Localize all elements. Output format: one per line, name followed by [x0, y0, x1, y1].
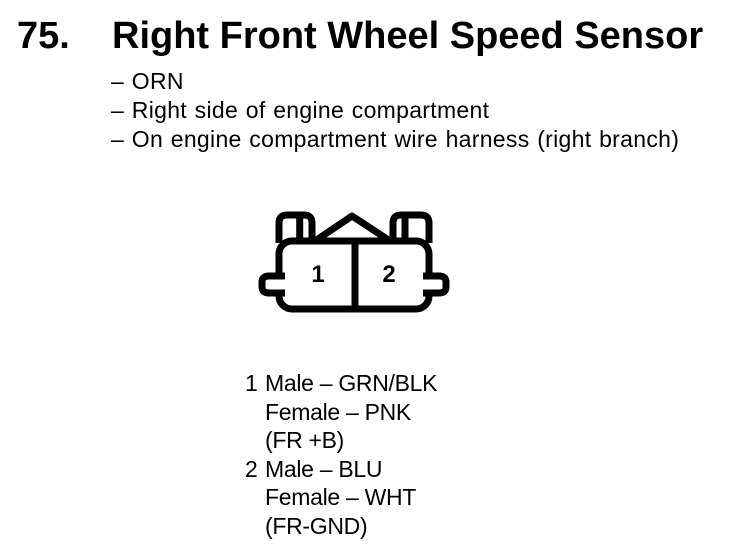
- detail-item: – On engine compartment wire harness (ri…: [111, 126, 680, 152]
- pin-description-line: (FR-GND): [265, 512, 368, 539]
- lug-left: [275, 211, 316, 243]
- pin-description: Male – BLU Female – WHT (FR-GND): [265, 455, 416, 541]
- mount-tab-right: [423, 272, 450, 297]
- pin-description-line: Female – WHT: [265, 484, 417, 510]
- detail-list: – ORN – Right side of engine compartment…: [111, 67, 679, 154]
- connector-diagram: 1 2: [258, 211, 450, 313]
- pin-list: 1 Male – GRN/BLK Female – PNK (FR +B) 2 …: [245, 369, 438, 541]
- cavity-1-label: 1: [311, 261, 324, 288]
- pin-item: 1 Male – GRN/BLK Female – PNK (FR +B): [245, 369, 438, 455]
- alignment-rib: [313, 212, 392, 244]
- cavity-2-label: 2: [382, 261, 395, 288]
- pin-description-line: Male – GRN/BLK: [265, 370, 438, 396]
- detail-item: – ORN: [111, 68, 184, 94]
- page-title: Right Front Wheel Speed Sensor: [112, 15, 704, 57]
- pin-item: 2 Male – BLU Female – WHT (FR-GND): [245, 455, 437, 541]
- pin-description-line: (FR +B): [265, 427, 345, 453]
- pin-number: 1: [245, 370, 258, 396]
- item-number: 75.: [17, 15, 70, 57]
- pin-description: Male – GRN/BLK Female – PNK (FR +B): [265, 369, 438, 455]
- detail-item: – Right side of engine compartment: [111, 97, 490, 123]
- mount-tab-left: [258, 272, 285, 297]
- pin-number: 2: [245, 455, 258, 482]
- pin-description-line: Female – PNK: [265, 398, 411, 425]
- pin-description-line: Male – BLU: [265, 455, 383, 482]
